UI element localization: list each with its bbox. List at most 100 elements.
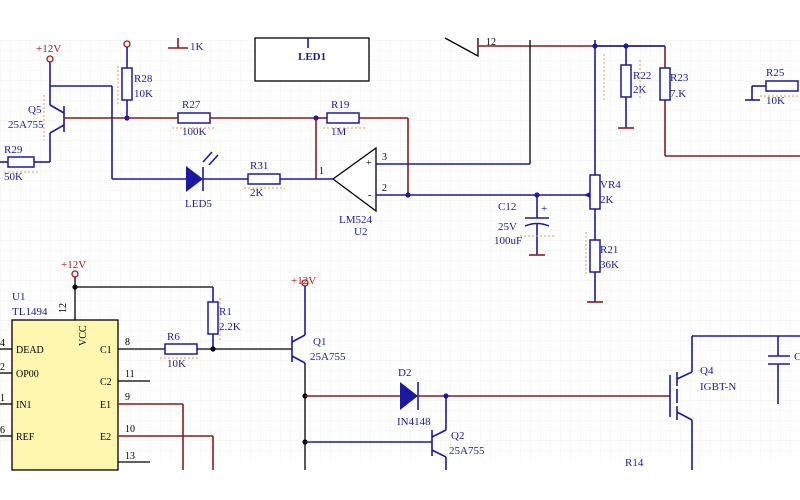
top-margin	[0, 0, 800, 38]
selection-highlights	[4, 54, 800, 359]
r21-body	[589, 239, 601, 273]
r19-ref: R19	[331, 99, 350, 111]
u1-pin-name-0: DEAD	[16, 345, 44, 356]
q2-collector	[431, 429, 447, 438]
q5-emitter	[49, 104, 65, 114]
u2-opamp[interactable]: 1 + - 3 2 LM524 U2	[319, 146, 592, 238]
top-strip: 1K LED1 12	[123, 37, 800, 157]
r21-resistor[interactable]: R21 36K	[587, 239, 619, 303]
r22-resistor[interactable]: R22 2K	[618, 46, 651, 129]
r19-resistor[interactable]: R19 1M	[313, 99, 409, 195]
vcc-label-u1: +12V	[61, 259, 86, 271]
vcc-label-q5: +12V	[36, 43, 61, 55]
partial-cap-ref: C	[794, 351, 800, 363]
r29-value: 50K	[4, 171, 23, 183]
r14-ref: R14	[625, 457, 644, 469]
r6-resistor[interactable]: R6 10K	[164, 331, 292, 370]
u1-rpin-name-2: E1	[100, 400, 111, 411]
u1-pin-num-3: 6	[0, 425, 5, 436]
u1-rpin-name-0: C1	[100, 345, 112, 356]
r25-body	[765, 80, 799, 92]
r19-value: 1M	[331, 126, 347, 138]
q4-igbt[interactable]: Q4 IGBT-N	[669, 335, 800, 470]
q1-type: 25A755	[310, 351, 346, 363]
u2-sign-minus: -	[368, 190, 371, 201]
u1-vcc-label: VCC	[78, 325, 89, 346]
r28-ref: R28	[134, 73, 153, 85]
c12-capacitor[interactable]: + C12 25V 100uF	[494, 192, 550, 256]
r25-resistor[interactable]: R25 10K	[745, 67, 799, 107]
r29-resistor[interactable]: R29 50K	[0, 144, 50, 183]
u2-sign-plus: +	[366, 158, 372, 169]
top-opamp-partial[interactable]	[444, 37, 479, 58]
r22-body	[620, 64, 632, 98]
r25-value: 10K	[766, 95, 785, 107]
u2-part: LM524	[339, 214, 373, 226]
u1-rpin-name-1: C2	[100, 377, 112, 388]
u1-rpin-num-3: 10	[125, 424, 135, 435]
q5-ref: Q5	[28, 104, 42, 116]
u2-pin-plus: 3	[382, 152, 387, 163]
d2-ref: D2	[398, 367, 411, 379]
u1-pin-num-0: 4	[0, 338, 5, 349]
r28-resistor[interactable]: R28 10K	[121, 67, 153, 121]
r19-body	[326, 112, 360, 124]
q2-ref: Q2	[451, 430, 464, 442]
r23-resistor[interactable]: R23 7.K	[626, 45, 689, 101]
r27-resistor[interactable]: R27 100K	[127, 99, 316, 138]
r23-body	[659, 67, 671, 101]
q5-collector	[49, 124, 65, 134]
q1-transistor[interactable]: +12V Q1 25A755	[291, 275, 346, 470]
d2-triangle	[400, 382, 418, 410]
r6-ref: R6	[167, 331, 180, 343]
r1-body	[207, 301, 219, 335]
r29-body	[7, 156, 35, 168]
top-pin-12: 12	[486, 37, 496, 48]
led1-box[interactable]	[254, 37, 370, 82]
q4-emitter-lead	[676, 411, 693, 421]
c12-plate-curved	[524, 222, 550, 227]
q2-transistor[interactable]: Q2 25A755	[302, 429, 485, 470]
junction	[210, 346, 216, 352]
r31-resistor[interactable]: R31 2K	[247, 160, 333, 199]
u2-triangle	[331, 146, 377, 213]
r27-ref: R27	[182, 99, 201, 111]
r23-value: 7.K	[670, 88, 686, 100]
u2-ref: U2	[354, 226, 367, 238]
r31-value: 2K	[250, 187, 264, 199]
led5-ref: LED5	[185, 198, 212, 210]
r1-resistor[interactable]: R1 2.2K	[207, 287, 241, 349]
led5-triangle	[186, 166, 203, 192]
partial-capacitor[interactable]: C	[768, 336, 800, 404]
c12-voltage: 25V	[498, 221, 517, 233]
u1-rpin-name-3: E2	[100, 432, 111, 443]
u2-pin-minus: 2	[382, 183, 387, 194]
led1-ref: LED1	[298, 51, 326, 63]
q1-collector	[291, 355, 306, 364]
vr4-value: 2K	[600, 194, 614, 206]
r28-value: 10K	[134, 88, 153, 100]
r1-ref: R1	[219, 306, 232, 318]
q5-transistor[interactable]: +12V Q5 25A755	[8, 43, 127, 162]
led5-ray	[208, 154, 219, 166]
q1-ref: Q1	[313, 336, 326, 348]
u1-ic[interactable]: U1 TL1494 12 VCC 4 DEAD 2 OP00 1 IN1 6 R…	[0, 291, 214, 471]
d2-diode[interactable]: D2 IN4148	[302, 367, 670, 430]
u1-rpin-num-2: 9	[125, 392, 130, 403]
u1-pin-name-3: REF	[16, 432, 35, 443]
u1-part: TL1494	[12, 306, 48, 318]
r1-value: 2.2K	[219, 321, 241, 333]
u1-pin-name-2: IN1	[16, 400, 32, 411]
u1-rpin-num-0: 8	[125, 337, 130, 348]
q4-type: IGBT-N	[700, 381, 736, 393]
r22-ref: R22	[633, 70, 651, 82]
q2-emitter	[431, 449, 447, 458]
r21-ref: R21	[600, 244, 618, 256]
vr4-potentiometer[interactable]: VR4 2K	[584, 174, 621, 240]
q4-ref: Q4	[700, 365, 714, 377]
r27-value: 100K	[182, 126, 207, 138]
vr4-body	[589, 174, 601, 210]
led5-diode[interactable]: LED5	[111, 86, 248, 210]
r6-value: 10K	[167, 358, 186, 370]
